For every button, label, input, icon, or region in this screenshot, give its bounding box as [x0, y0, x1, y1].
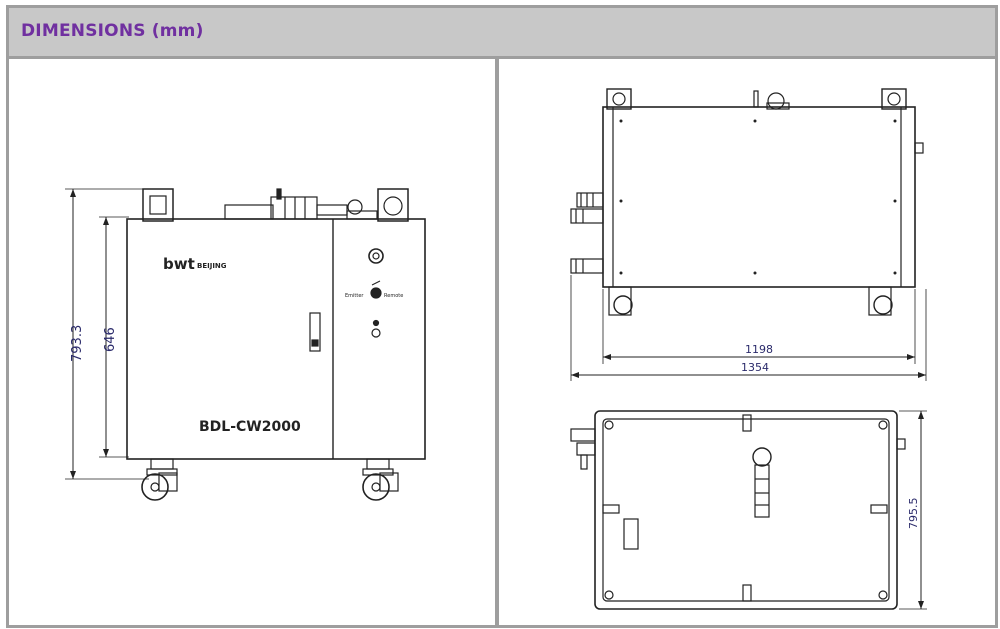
- header-title: DIMENSIONS (mm): [21, 21, 204, 41]
- panel-label-right: Remote: [384, 293, 403, 299]
- caster-left: [141, 458, 178, 501]
- dim-label-total-height: 793.3: [70, 325, 85, 362]
- brand-logo: bwt: [163, 255, 195, 273]
- front-body: [126, 218, 426, 460]
- brand-suffix: BEIJING: [197, 262, 227, 270]
- side-top-view-panel: 1198 1354 795.5: [499, 59, 995, 625]
- model-label: BDL-CW2000: [199, 419, 301, 435]
- panel-label-left: Emitter: [345, 293, 364, 299]
- caster-right: [362, 458, 399, 501]
- dim-label-total-length: 1354: [741, 361, 769, 374]
- front-view-drawing: bwt BEIJING BDL-CW2000 Emitter Remote 79…: [65, 188, 426, 501]
- handle-left: [142, 188, 174, 222]
- dim-label-depth: 795.5: [907, 498, 920, 530]
- top-view: [570, 410, 927, 610]
- dimensions-frame: DIMENSIONS (mm): [6, 5, 998, 628]
- side-view: [570, 88, 927, 381]
- dim-label-body-length: 1198: [745, 343, 773, 356]
- side-top-view-drawing: 1198 1354 795.5: [570, 88, 927, 610]
- panel-divider: [495, 59, 499, 625]
- dim-label-body-height: 646: [103, 327, 118, 352]
- handle-right: [377, 188, 409, 222]
- emergency-stop-knob: [368, 248, 384, 264]
- dimensions-header: DIMENSIONS (mm): [9, 8, 995, 59]
- top-body: [594, 410, 898, 610]
- key-switch: [370, 287, 382, 299]
- front-view-panel: bwt BEIJING BDL-CW2000 Emitter Remote 79…: [9, 59, 495, 625]
- side-body: [602, 106, 916, 288]
